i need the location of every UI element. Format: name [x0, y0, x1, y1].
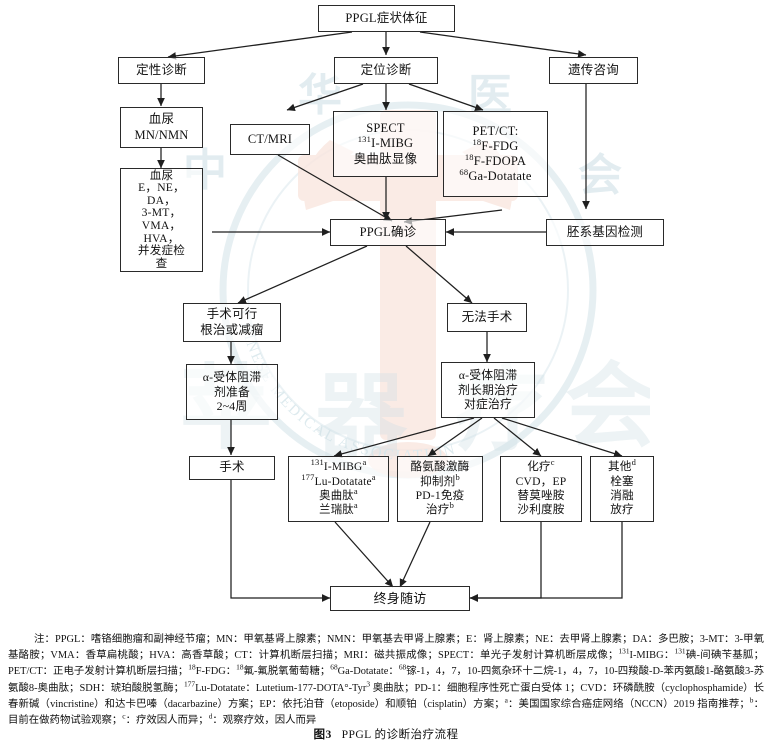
notes-body: PPGL：嗜铬细胞瘤和副神经节瘤；MN：甲氧基肾上腺素；NMN：甲氧基去甲肾上腺… [8, 634, 765, 727]
svg-text:会: 会 [565, 356, 650, 458]
node-petct-line-2: 18F-FDG [472, 136, 519, 153]
node-surgery: 手术 [189, 456, 275, 480]
node-panel-line-8: 查 [155, 256, 168, 270]
node-pet-ct: PET/CT: 18F-FDG 18F-FDOPA 68Ga-Dotatate [443, 111, 548, 197]
node-ct-mri: CT/MRI [230, 124, 310, 155]
node-root: PPGL症状体征 [318, 5, 455, 32]
node-panel-line-4: 3-MT， [141, 206, 182, 220]
node-alpha-prep-line-2: 剂准备 [214, 384, 250, 399]
node-ppgl-confirmed: PPGL确诊 [330, 219, 446, 246]
node-alpha-blocker-prep: α-受体阻滞 剂准备 2~4周 [186, 364, 278, 420]
node-panel-line-6: HVA， [143, 231, 180, 245]
node-qualitative-diagnosis: 定性诊断 [118, 57, 205, 84]
figure-caption: 图3 PPGL 的诊断治疗流程 [0, 726, 772, 742]
node-genetic-counseling: 遗传咨询 [549, 57, 638, 84]
node-operable-line-1: 手术可行 [206, 307, 258, 322]
node-panel-line-1: 血尿 [149, 168, 174, 182]
node-operable-line-2: 根治或减瘤 [200, 322, 264, 337]
node-ctmri-label: CT/MRI [247, 131, 293, 146]
notes-prefix: 注： [34, 634, 55, 645]
figure-notes: 注：PPGL：嗜铬细胞瘤和副神经节瘤；MN：甲氧基肾上腺素；NMN：甲氧基去甲肾… [8, 632, 764, 729]
node-genetic-label: 遗传咨询 [568, 62, 619, 77]
node-germline-testing: 胚系基因检测 [546, 219, 664, 246]
node-alpha-long-line-1: α-受体阻滞 [458, 368, 518, 383]
node-panel-line-7: 并发症检 [137, 244, 186, 258]
node-spect-line-2: 131I-MIBG [357, 134, 414, 151]
node-chemo-line-2: CVD，EP [515, 474, 567, 488]
node-other-line-1: 其他d [607, 457, 637, 474]
node-other-therapy: 其他d 栓塞 消融 放疗 [590, 456, 654, 522]
node-panel-line-2: E，NE， [138, 181, 185, 195]
node-radio-line-3: 奥曲肽a [319, 486, 358, 502]
node-localization-diagnosis: 定位诊断 [334, 57, 438, 84]
caption-label: 图3 [313, 728, 332, 741]
node-petct-line-1: PET/CT: [472, 124, 519, 138]
svg-text:器: 器 [315, 366, 408, 468]
node-chemo-line-3: 替莫唑胺 [517, 489, 565, 502]
node-chemo-line-1: 化疗c [527, 457, 555, 474]
node-panel-line-3: DA， [147, 193, 176, 207]
node-blood-urine-panel: 血尿 E，NE， DA， 3-MT， VMA， HVA， 并发症检 查 [120, 168, 203, 272]
node-alpha-prep-line-1: α-受体阻滞 [202, 370, 262, 385]
node-targeted-line-4: 治疗b [425, 500, 455, 517]
node-other-line-2: 栓塞 [610, 474, 634, 488]
node-qualitative-label: 定性诊断 [136, 62, 187, 77]
node-blood-urine-mn-nmn: 血尿 MN/NMN [120, 107, 203, 148]
node-inoperable-label: 无法手术 [461, 309, 513, 324]
node-germline-label: 胚系基因检测 [566, 224, 644, 239]
node-panel-line-5: VMA， [141, 219, 182, 232]
node-alpha-blocker-longterm: α-受体阻滞 剂长期治疗 对症治疗 [441, 362, 535, 418]
node-operable: 手术可行 根治或减瘤 [183, 303, 281, 342]
node-blood-mn-line-2: MN/NMN [134, 127, 189, 142]
node-spect: SPECT 131I-MIBG 奥曲肽显像 [333, 111, 438, 177]
node-blood-mn-line-1: 血尿 [148, 112, 175, 127]
node-targeted-line-3: PD-1免疫 [415, 489, 465, 502]
node-other-line-3: 消融 [610, 489, 634, 502]
node-radio-line-2: 177Lu-Dotatatea [301, 471, 376, 488]
node-alpha-long-line-3: 对症治疗 [464, 397, 512, 412]
node-radio-line-1: 131I-MIBGa [310, 457, 367, 474]
node-alpha-long-line-2: 剂长期治疗 [458, 382, 518, 397]
node-spect-line-1: SPECT [366, 121, 405, 136]
node-radionuclide-therapy: 131I-MIBGa 177Lu-Dotatatea 奥曲肽a 兰瑞肽a [288, 456, 389, 522]
node-chemo-line-4: 沙利度胺 [517, 503, 565, 517]
node-localization-label: 定位诊断 [360, 62, 412, 77]
node-alpha-prep-line-3: 2~4周 [216, 399, 248, 414]
node-radio-line-4: 兰瑞肽a [319, 500, 358, 517]
node-surgery-label: 手术 [219, 460, 245, 475]
node-root-label: PPGL症状体征 [345, 10, 428, 25]
node-other-line-4: 放疗 [610, 503, 634, 517]
svg-text:会: 会 [578, 151, 622, 200]
node-targeted-line-1: 酪氨酸激酶 [410, 460, 470, 474]
node-followup-label: 终身随访 [373, 590, 427, 606]
node-spect-line-3: 奥曲肽显像 [353, 151, 418, 166]
node-targeted-therapy: 酪氨酸激酶 抑制剂b PD-1免疫 治疗b [397, 456, 483, 522]
node-petct-line-4: 68Ga-Dotatate [459, 166, 532, 183]
node-chemotherapy: 化疗c CVD，EP 替莫唑胺 沙利度胺 [500, 456, 582, 522]
caption-text: PPGL 的诊断治疗流程 [341, 728, 459, 741]
node-petct-line-3: 18F-FDOPA [464, 151, 527, 168]
node-diagnosis-label: PPGL确诊 [359, 224, 417, 239]
node-targeted-line-2: 抑制剂b [420, 471, 460, 488]
node-lifelong-followup: 终身随访 [330, 586, 470, 611]
node-inoperable: 无法手术 [447, 303, 527, 332]
